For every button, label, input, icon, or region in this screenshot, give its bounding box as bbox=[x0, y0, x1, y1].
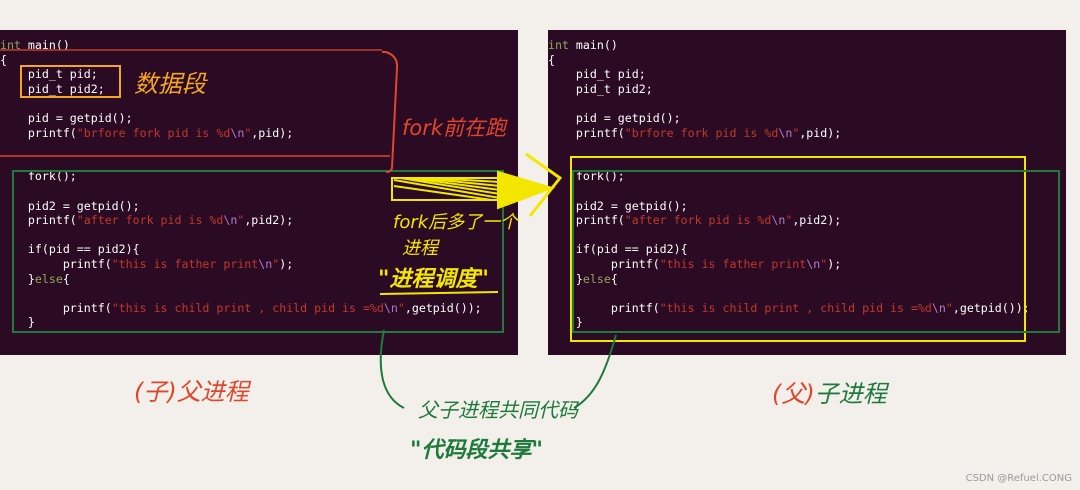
code-line: } bbox=[548, 271, 583, 286]
child-start-box bbox=[570, 156, 1026, 342]
code-string: " bbox=[792, 125, 800, 140]
data-segment-box bbox=[20, 65, 121, 98]
code-line: pid2 = getpid(); bbox=[0, 198, 140, 213]
code-string: " bbox=[397, 300, 405, 315]
code-line: { bbox=[610, 271, 618, 286]
data-segment-label: 数据段 bbox=[134, 70, 206, 98]
code-string: " bbox=[820, 256, 828, 271]
code-escape: \n bbox=[771, 213, 786, 228]
shared-code-box-left bbox=[12, 170, 504, 333]
code-string: "brfore fork pid is %d bbox=[76, 125, 231, 140]
shared-code-label-1: 父子进程共同代码 bbox=[418, 398, 578, 422]
code-escape: \n bbox=[230, 125, 245, 140]
code-string: " bbox=[785, 213, 793, 228]
code-line: if(pid == pid2){ bbox=[0, 242, 140, 257]
code-line: } bbox=[0, 315, 35, 330]
code-string: "this is child print , child pid is =%d bbox=[659, 300, 932, 315]
shared-code-label-2: "代码段共享" bbox=[410, 438, 543, 463]
code-line: if(pid == pid2){ bbox=[548, 242, 688, 257]
code-escape: \n bbox=[223, 213, 238, 228]
code-string: "this is child print , child pid is =%d bbox=[111, 300, 384, 315]
code-line: ); bbox=[827, 256, 842, 271]
code-line: printf( bbox=[548, 256, 660, 271]
code-escape: \n bbox=[806, 256, 821, 271]
before-fork-label: fork前在跑 bbox=[402, 116, 507, 140]
code-string: "this is father print bbox=[111, 256, 259, 271]
after-fork-label-2: 进程 bbox=[402, 238, 438, 259]
right-code-block: int main() { pid_t pid; pid_t pid2; pid … bbox=[548, 38, 1030, 330]
right-caption-paren: (父) bbox=[772, 380, 815, 408]
code-line: pid_t pid2; bbox=[548, 81, 653, 96]
left-panel-caption: (子)父进程 bbox=[134, 372, 249, 407]
right-code-panel: int main() { pid_t pid; pid_t pid2; pid … bbox=[548, 30, 1066, 355]
code-line: ,pid2); bbox=[792, 213, 842, 228]
right-panel-caption: (父)子进程 bbox=[772, 374, 887, 409]
code-string: "after fork pid is %d bbox=[624, 213, 772, 228]
code-string: " bbox=[272, 256, 280, 271]
code-line: ,pid2); bbox=[244, 213, 294, 228]
code-line: main() bbox=[20, 38, 70, 52]
code-line: pid_t pid; bbox=[548, 67, 646, 82]
code-string: "after fork pid is %d bbox=[76, 213, 224, 228]
left-caption-paren: (子) bbox=[134, 378, 177, 406]
code-string: " bbox=[244, 125, 252, 140]
code-escape: \n bbox=[258, 256, 273, 271]
code-line: ,pid); bbox=[251, 125, 294, 140]
watermark: CSDN @Refuel.CONG bbox=[965, 473, 1072, 484]
code-string: " bbox=[945, 300, 953, 315]
code-line: fork(); bbox=[0, 169, 77, 184]
code-line: { bbox=[62, 271, 70, 286]
after-fork-label-1: fork后多了一个 bbox=[393, 212, 519, 233]
code-line: pid = getpid(); bbox=[548, 110, 681, 125]
code-line: ,getpid()); bbox=[952, 300, 1030, 315]
code-line: ); bbox=[279, 256, 294, 271]
code-line: pid_t pid; bbox=[0, 67, 98, 82]
scheduling-label: "进程调度" bbox=[378, 267, 489, 292]
code-escape: \n bbox=[931, 300, 946, 315]
code-keyword: int bbox=[0, 38, 21, 52]
code-line: printf( bbox=[0, 213, 77, 228]
code-escape: \n bbox=[383, 300, 398, 315]
code-line: printf( bbox=[0, 256, 112, 271]
code-line: { bbox=[548, 52, 555, 67]
code-line: printf( bbox=[548, 300, 660, 315]
code-keyword: else bbox=[582, 271, 611, 286]
code-line: fork(); bbox=[548, 169, 625, 184]
code-line: ,getpid()); bbox=[404, 300, 482, 315]
code-string: "this is father print bbox=[659, 256, 807, 271]
code-line: pid_t pid2; bbox=[0, 81, 105, 96]
left-caption-text: 父进程 bbox=[176, 378, 249, 406]
left-code-panel: int main() { pid_t pid; pid_t pid2; pid … bbox=[0, 30, 518, 355]
code-string: " bbox=[237, 213, 245, 228]
code-line: { bbox=[0, 52, 7, 67]
left-code-block: int main() { pid_t pid; pid_t pid2; pid … bbox=[0, 38, 482, 330]
code-string: "brfore fork pid is %d bbox=[624, 125, 779, 140]
code-line: } bbox=[548, 315, 583, 330]
code-line: ,pid); bbox=[799, 125, 842, 140]
shared-code-box-right bbox=[572, 170, 1060, 333]
right-caption-text: 子进程 bbox=[814, 380, 887, 408]
code-keyword: else bbox=[34, 271, 63, 286]
code-line: printf( bbox=[548, 213, 625, 228]
code-line: pid2 = getpid(); bbox=[548, 198, 688, 213]
code-line: printf( bbox=[548, 125, 625, 140]
code-line: printf( bbox=[0, 300, 112, 315]
code-line: printf( bbox=[0, 125, 77, 140]
code-line: main() bbox=[568, 38, 618, 52]
code-escape: \n bbox=[778, 125, 793, 140]
code-line: pid = getpid(); bbox=[0, 110, 133, 125]
code-keyword: int bbox=[548, 38, 569, 52]
code-line: } bbox=[0, 271, 35, 286]
